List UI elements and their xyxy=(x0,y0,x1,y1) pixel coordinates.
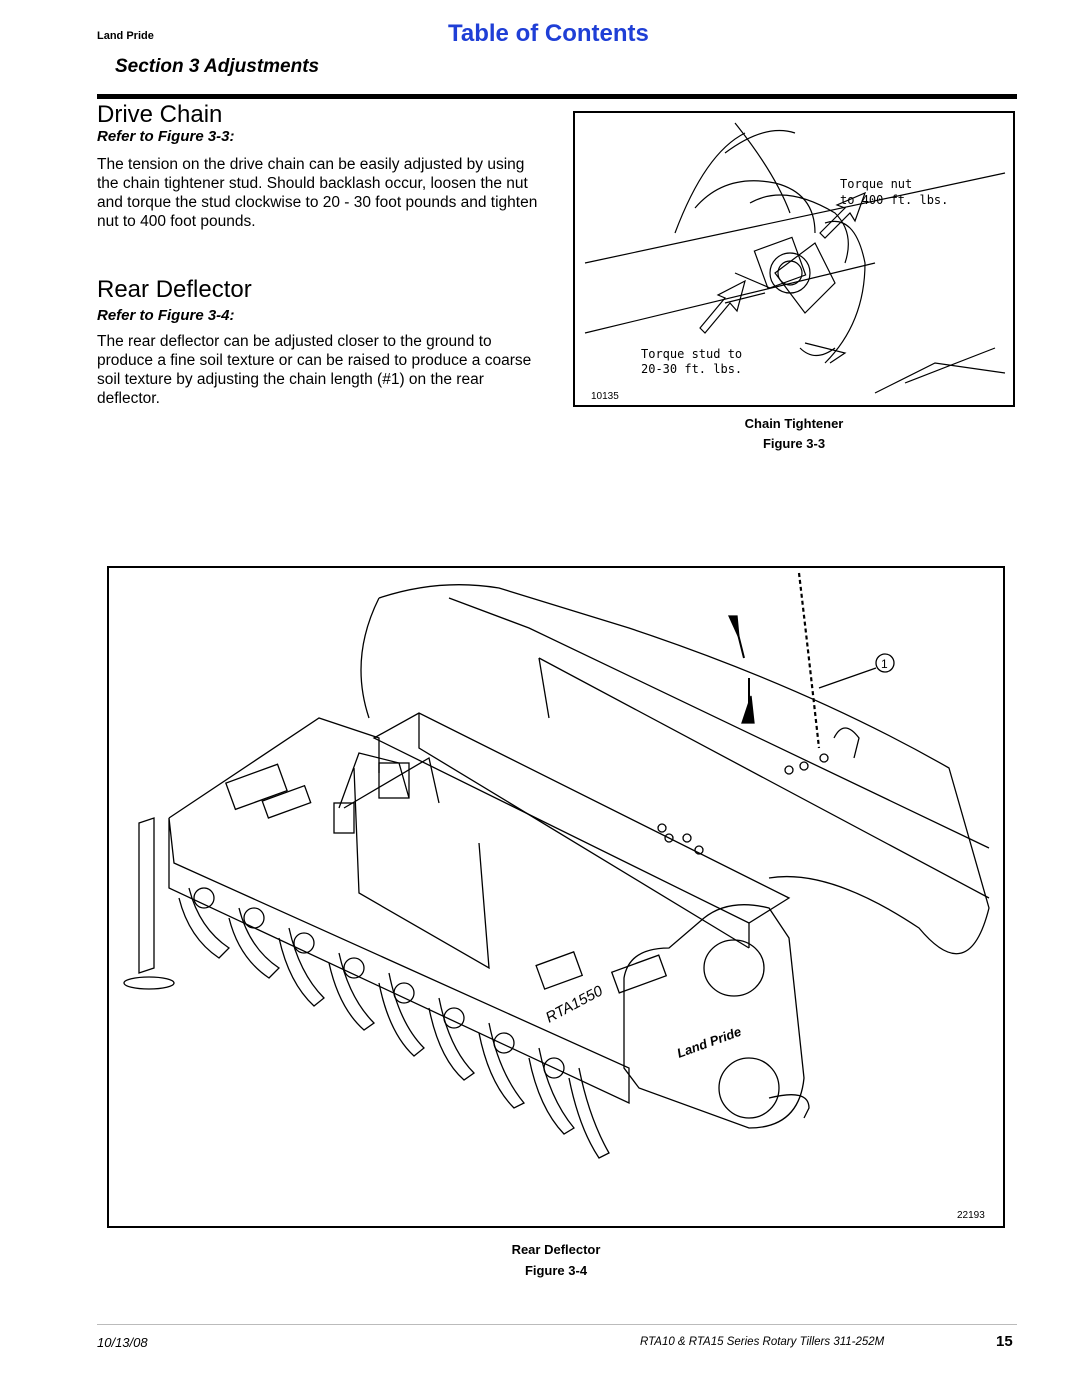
footer-date: 10/13/08 xyxy=(97,1335,148,1350)
rear-deflector-heading: Rear Deflector xyxy=(97,276,252,303)
figure-image-id: 22193 xyxy=(957,1210,985,1221)
figure-3-4-caption-number: Figure 3-4 xyxy=(524,1263,588,1278)
figure-3-4-caption-title: Rear Deflector xyxy=(511,1242,601,1257)
figure-3-3-caption-number: Figure 3-3 xyxy=(762,436,826,451)
page-number: 15 xyxy=(996,1333,1013,1350)
footer-document-title: RTA10 & RTA15 Series Rotary Tillers 311-… xyxy=(640,1336,885,1348)
callout-number-1: 1 xyxy=(881,657,888,671)
rear-deflector-paragraph: The rear deflector can be adjusted close… xyxy=(97,333,532,407)
rear-deflector-illustration: 1 Land Pride RTA1550 xyxy=(107,566,1005,1228)
torque-stud-value: 20-30 ft. lbs. xyxy=(641,362,742,376)
torque-stud-label: Torque stud to xyxy=(641,347,742,361)
figure-image-id: 10135 xyxy=(591,391,619,402)
header-rule xyxy=(97,94,1017,99)
drive-chain-figure-reference: Refer to Figure 3-3: xyxy=(97,128,235,145)
brand-name: Land Pride xyxy=(97,30,154,42)
section-title: Section 3 Adjustments xyxy=(115,56,320,77)
torque-nut-label: Torque nut xyxy=(840,177,912,191)
drive-chain-paragraph: The tension on the drive chain can be ea… xyxy=(97,156,538,230)
footer-rule xyxy=(97,1324,1017,1325)
drive-chain-heading: Drive Chain xyxy=(97,101,223,128)
table-of-contents-link[interactable]: Table of Contents xyxy=(448,20,649,47)
model-label: RTA1550 xyxy=(543,982,606,1026)
chain-tightener-illustration: Torque nut to 400 ft. lbs. Torque stud t… xyxy=(573,111,1015,407)
rear-deflector-figure-reference: Refer to Figure 3-4: xyxy=(97,307,235,324)
figure-3-3-caption-title: Chain Tightener xyxy=(744,416,844,431)
torque-nut-value: to 400 ft. lbs. xyxy=(840,193,948,207)
logo-label: Land Pride xyxy=(675,1024,743,1061)
